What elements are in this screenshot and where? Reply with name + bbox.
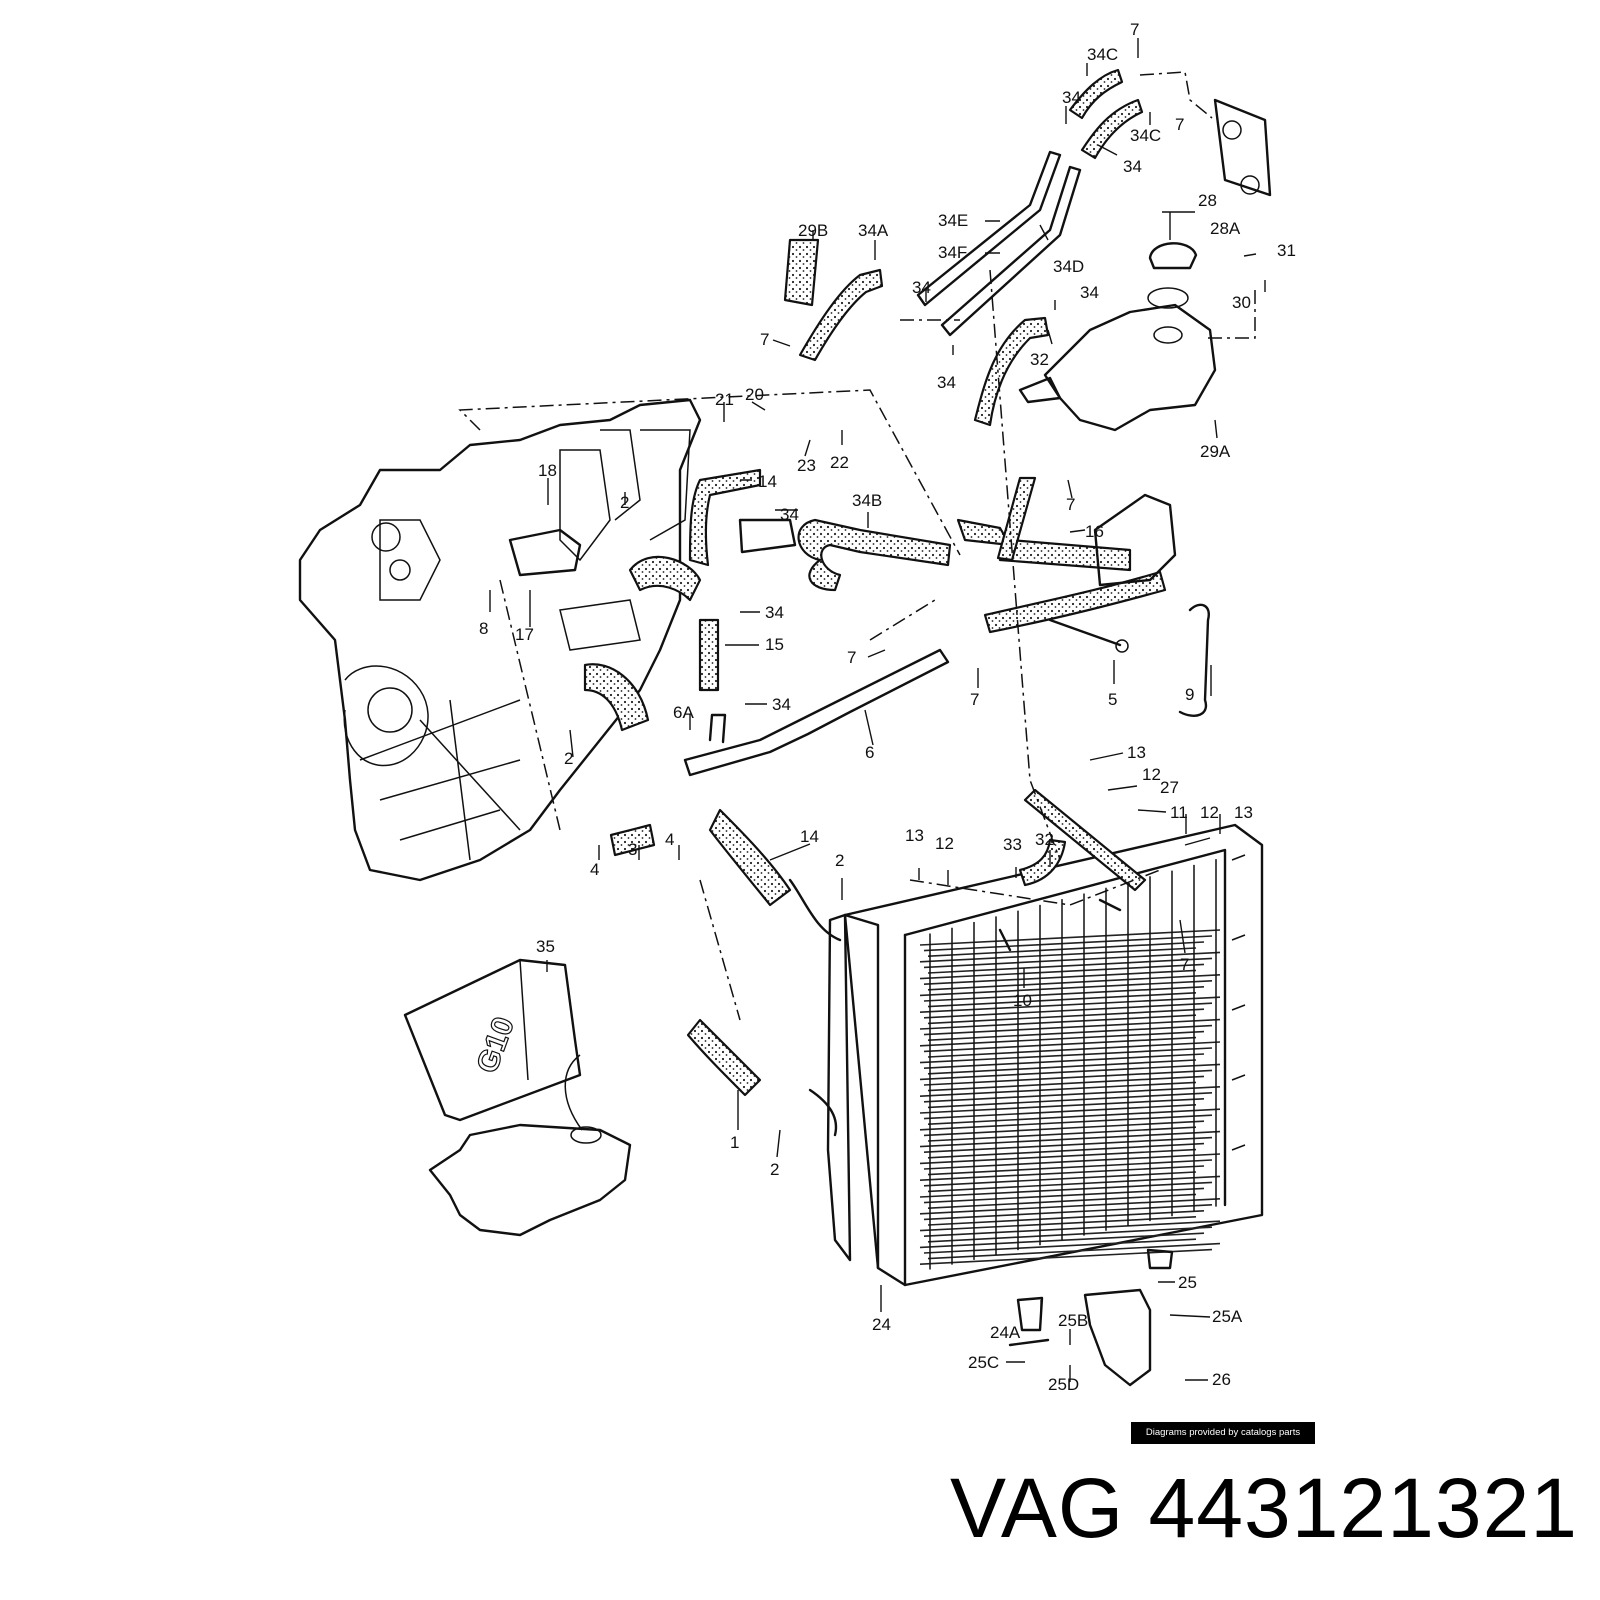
callout-label: 13 [1234, 803, 1253, 822]
drum-label: G10 [471, 1013, 521, 1078]
callout-label: 32 [1035, 830, 1054, 849]
callout-label: 12 [1200, 803, 1219, 822]
callout-label: 23 [797, 456, 816, 475]
part-number-caption: VAG 443121321 [950, 1460, 1578, 1557]
callout-label: 34D [1053, 257, 1084, 276]
brand-name: VAG [950, 1461, 1125, 1555]
pipes-and-fittings [403, 98, 1272, 1387]
callout-label: 25C [968, 1353, 999, 1372]
callout-label: 31 [1277, 241, 1296, 260]
callout-label: 25D [1048, 1375, 1079, 1394]
callout-label: 6A [673, 703, 694, 722]
callout-label: 2 [620, 493, 629, 512]
callout-label: 14 [758, 472, 777, 491]
callout-label: 10 [1013, 991, 1032, 1010]
callout-label: 5 [1108, 690, 1117, 709]
callout-label: 7 [1066, 495, 1075, 514]
reference-lines [699, 71, 1256, 1021]
callout-label: 7 [1175, 115, 1184, 134]
callout-label: 2 [770, 1160, 779, 1179]
callout-label: 32 [1030, 350, 1049, 369]
callout-label: 34 [780, 505, 799, 524]
callout-label: 17 [515, 625, 534, 644]
callout-label: 7 [1130, 20, 1139, 39]
callout-label: 1 [730, 1133, 739, 1152]
callout-label: 2 [564, 749, 573, 768]
callout-label: 25B [1058, 1311, 1088, 1330]
callout-label: 27 [1160, 778, 1179, 797]
callout-label: 7 [847, 648, 856, 667]
callout-label: 4 [590, 860, 599, 879]
callout-label: 2 [835, 851, 844, 870]
callout-label: 6 [865, 743, 874, 762]
callout-label: 7 [970, 690, 979, 709]
callout-label: 21 [715, 390, 734, 409]
callout-label: 25A [1212, 1307, 1243, 1326]
image-credit: Diagrams provided by catalogs parts [1131, 1422, 1315, 1444]
callout-label: 26 [1212, 1370, 1231, 1389]
callout-label: 34 [912, 278, 931, 297]
callout-label: 34 [1123, 157, 1142, 176]
callout-label: 33 [1003, 835, 1022, 854]
callout-label: 24A [990, 1323, 1021, 1342]
callout-label: 4 [665, 830, 674, 849]
callout-label: 7 [760, 330, 769, 349]
callout-label: 28A [1210, 219, 1241, 238]
callout-label: 34 [765, 603, 784, 622]
callout-label: 12 [1142, 765, 1161, 784]
callout-labels: 7 34C 34 7 34C 34 28 28A 31 34E 34F 34D … [479, 20, 1296, 1394]
callout-label: 34F [938, 243, 967, 262]
callout-label: 12 [935, 834, 954, 853]
callout-label: 9 [1185, 685, 1194, 704]
callout-label: 13 [905, 826, 924, 845]
callout-label: 34 [1062, 88, 1081, 107]
callout-label: 22 [830, 453, 849, 472]
callout-label: 28 [1198, 191, 1217, 210]
callout-label: 34 [937, 373, 956, 392]
coolant-hoses [583, 68, 1167, 1097]
callout-label: 25 [1178, 1273, 1197, 1292]
callout-label: 14 [800, 827, 819, 846]
radiator [788, 823, 1264, 1287]
callout-label: 18 [538, 461, 557, 480]
callout-label: 34C [1130, 126, 1161, 145]
callout-label: 11 [1170, 803, 1188, 822]
callout-label: 35 [536, 937, 555, 956]
callout-label: 34 [1080, 283, 1099, 302]
callout-label: 34B [852, 491, 882, 510]
callout-label: 3 [628, 840, 637, 859]
callout-label: 16 [1085, 522, 1104, 541]
callout-label: 34E [938, 211, 968, 230]
callout-label: 30 [1232, 293, 1251, 312]
callout-label: 34 [772, 695, 791, 714]
callout-label: 13 [1127, 743, 1146, 762]
callout-label: 15 [765, 635, 784, 654]
callout-label: 29A [1200, 442, 1231, 461]
part-number: 443121321 [1148, 1461, 1578, 1555]
leader-lines [489, 38, 1266, 1382]
callout-label: 24 [872, 1315, 891, 1334]
callout-label: 20 [745, 385, 764, 404]
callout-label: 34A [858, 221, 889, 240]
engine-block [298, 389, 961, 882]
callout-label: 7 [1180, 955, 1189, 974]
callout-label: 34C [1087, 45, 1118, 64]
callout-label: 8 [479, 619, 488, 638]
callout-label: 29B [798, 221, 828, 240]
